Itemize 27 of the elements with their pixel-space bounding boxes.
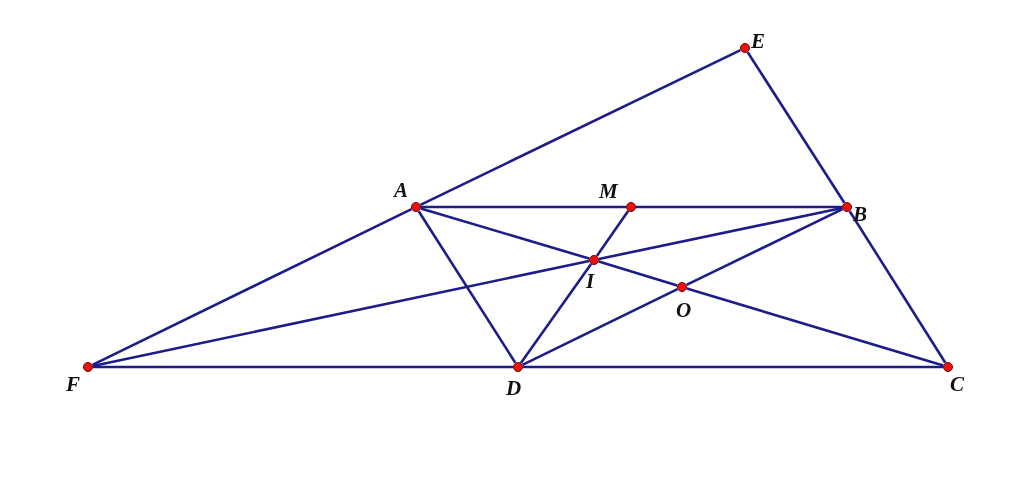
line-segment bbox=[519, 263, 593, 364]
point-label: I bbox=[586, 270, 595, 292]
point-label: O bbox=[676, 299, 692, 321]
line-segment bbox=[421, 205, 626, 209]
point-label: A bbox=[394, 179, 408, 201]
line-segment bbox=[419, 49, 742, 206]
line-segment bbox=[686, 287, 944, 367]
line-segment bbox=[93, 365, 513, 369]
point-label: F bbox=[66, 373, 80, 395]
point-label: B bbox=[853, 203, 867, 225]
line-segment bbox=[91, 208, 413, 366]
line-segment bbox=[523, 365, 943, 369]
line-segment bbox=[848, 210, 947, 364]
line-segment bbox=[598, 206, 843, 261]
line-segment bbox=[636, 205, 842, 209]
line-segment bbox=[598, 260, 678, 287]
line-segment bbox=[521, 288, 679, 366]
line-segment bbox=[595, 210, 630, 257]
line-segment bbox=[685, 208, 844, 286]
point-label: E bbox=[751, 30, 765, 52]
line-segment bbox=[417, 210, 517, 364]
line-segment bbox=[746, 51, 846, 204]
point-label: C bbox=[950, 373, 964, 395]
point-label: D bbox=[506, 377, 522, 399]
line-segment bbox=[420, 207, 590, 260]
point-label: M bbox=[599, 180, 618, 202]
line-segment bbox=[92, 259, 590, 368]
